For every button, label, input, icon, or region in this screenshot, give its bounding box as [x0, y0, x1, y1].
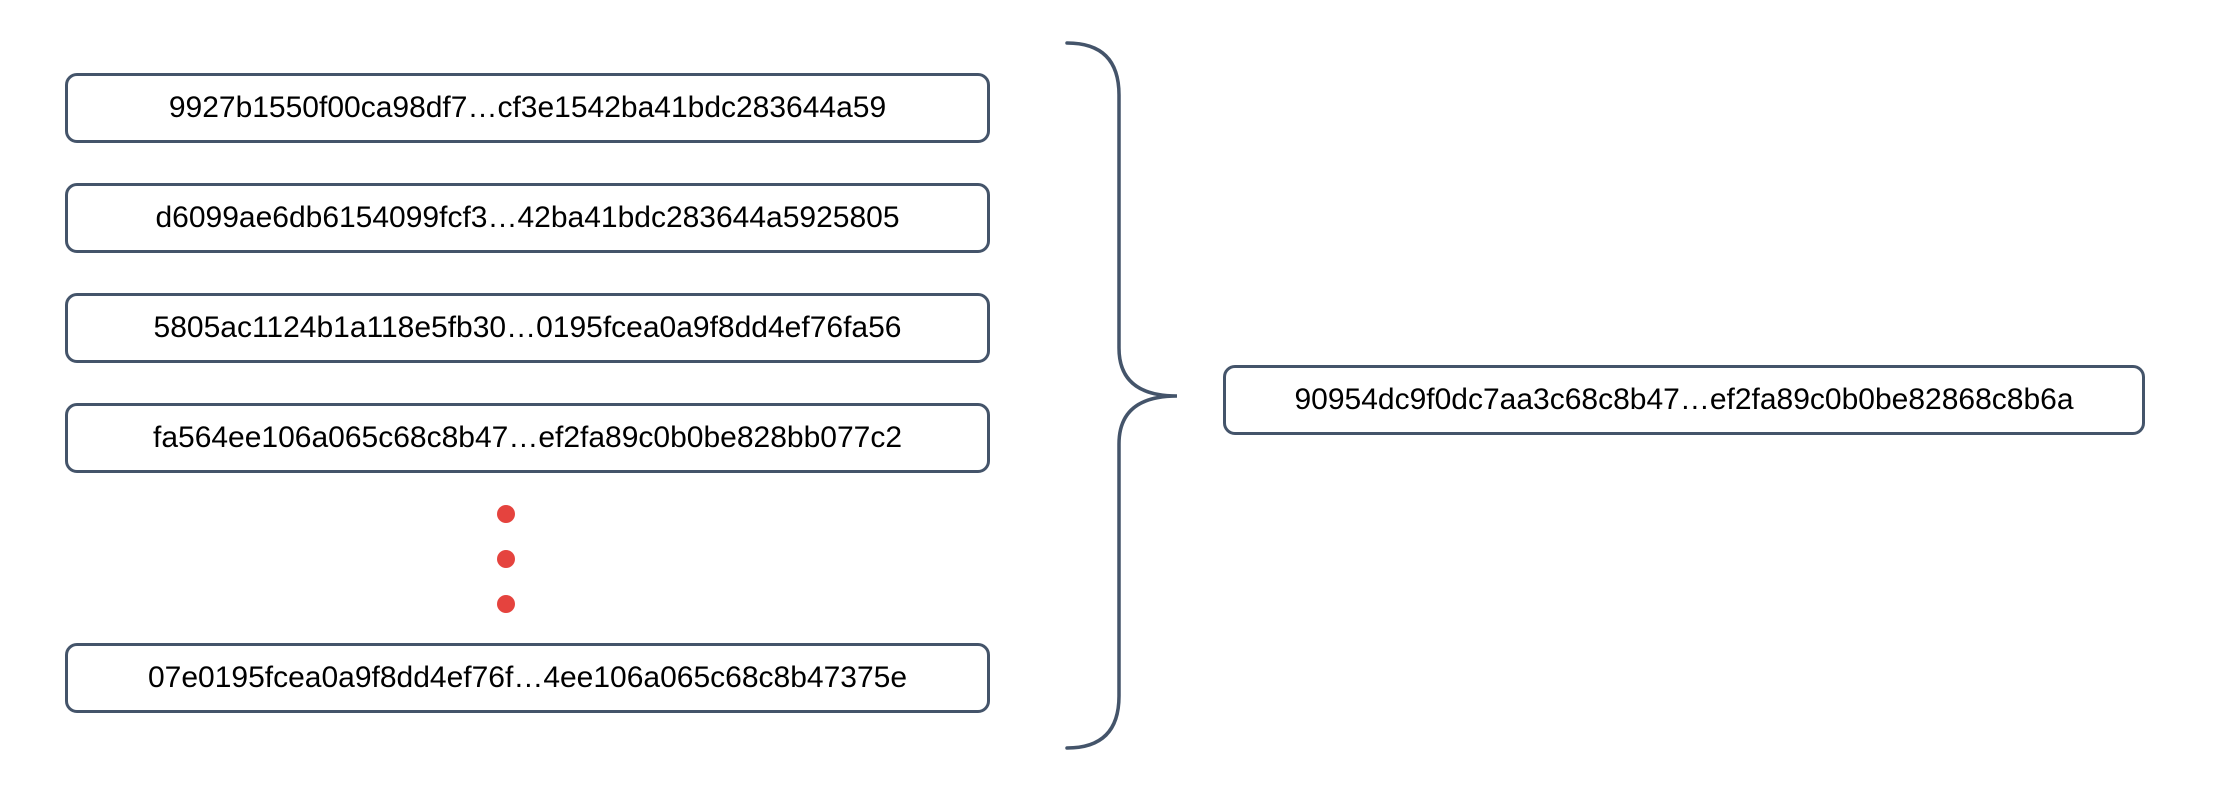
input-hash-box-2: d6099ae6db6154099fcf3…42ba41bdc283644a59…: [65, 183, 990, 253]
input-hash-box-5: 07e0195fcea0a9f8dd4ef76f…4ee106a065c68c8…: [65, 643, 990, 713]
curly-brace-icon: [1065, 41, 1178, 750]
output-hash-box: 90954dc9f0dc7aa3c68c8b47…ef2fa89c0b0be82…: [1223, 365, 2145, 435]
ellipsis-dot-1: [497, 505, 515, 523]
input-hash-box-3: 5805ac1124b1a118e5fb30…0195fcea0a9f8dd4e…: [65, 293, 990, 363]
input-hash-box-4: fa564ee106a065c68c8b47…ef2fa89c0b0be828b…: [65, 403, 990, 473]
ellipsis-dot-3: [497, 595, 515, 613]
input-hash-box-1: 9927b1550f00ca98df7…cf3e1542ba41bdc28364…: [65, 73, 990, 143]
ellipsis-dot-2: [497, 550, 515, 568]
